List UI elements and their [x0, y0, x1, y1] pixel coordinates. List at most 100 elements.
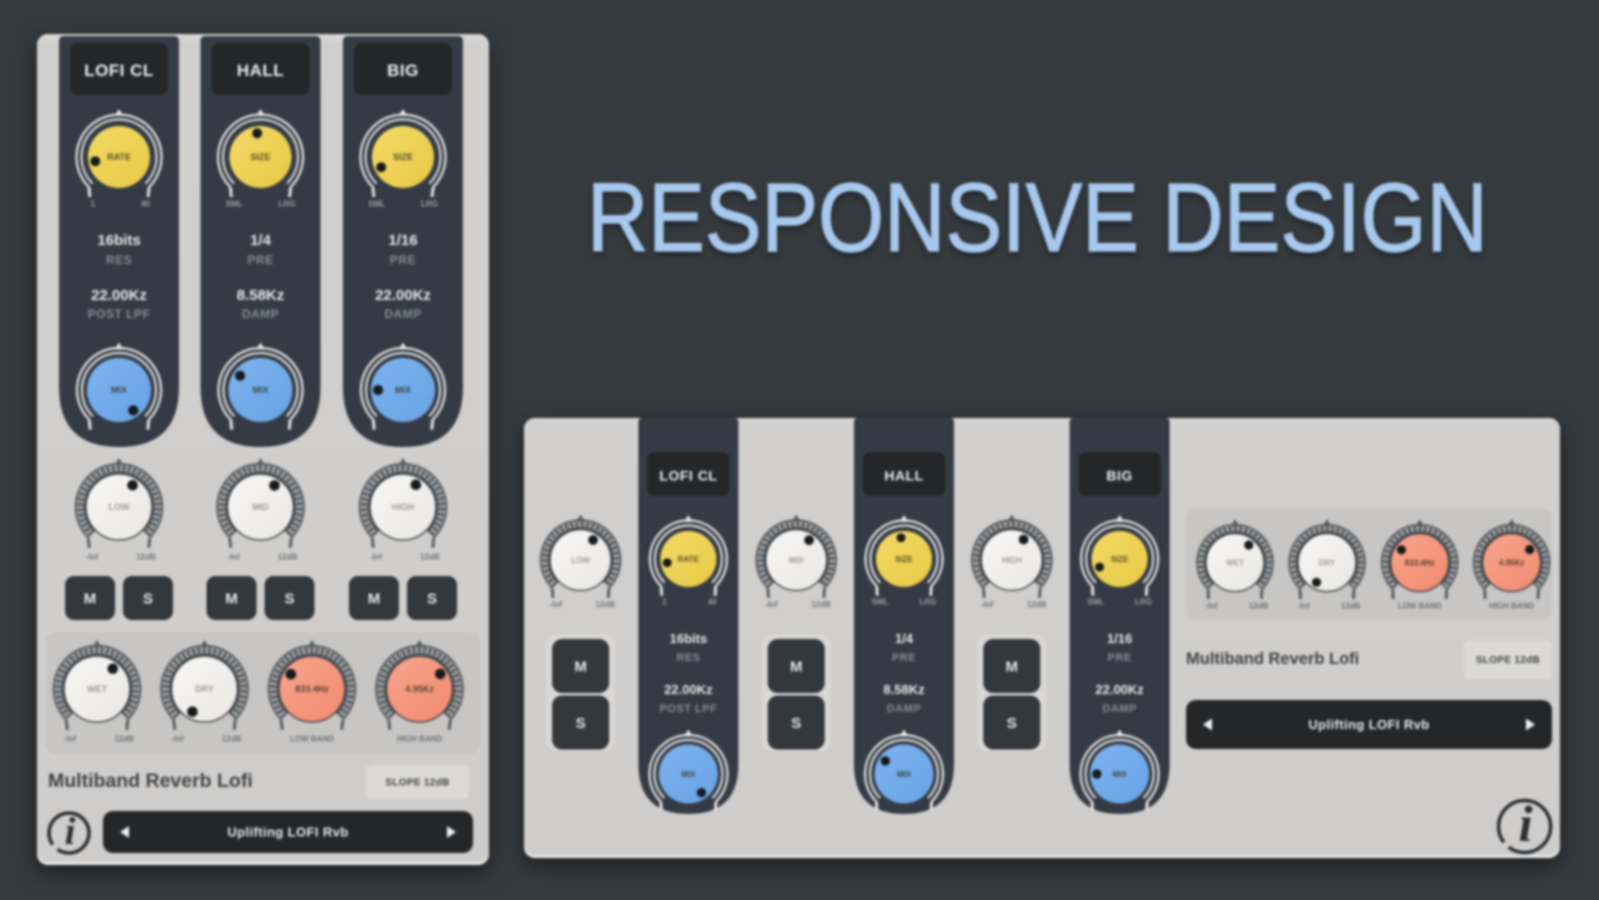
svg-text:LRG: LRG: [421, 200, 438, 209]
svg-text:12dB: 12dB: [114, 735, 134, 744]
svg-text:Multiband Reverb Lofi: Multiband Reverb Lofi: [48, 770, 253, 792]
svg-text:DAMP: DAMP: [242, 307, 279, 321]
svg-text:POST LPF: POST LPF: [660, 703, 718, 715]
svg-text:SIZE: SIZE: [250, 152, 270, 162]
svg-text:DRY: DRY: [1319, 559, 1336, 568]
svg-text:12dB: 12dB: [420, 553, 440, 562]
svg-text:4.95Kz: 4.95Kz: [405, 684, 434, 694]
svg-text:1/16: 1/16: [388, 232, 417, 249]
svg-text:WET: WET: [87, 684, 107, 694]
svg-text:-Inf: -Inf: [765, 600, 778, 609]
svg-text:40: 40: [141, 200, 150, 209]
svg-text:12dB: 12dB: [136, 553, 156, 562]
svg-text:M: M: [225, 591, 238, 608]
svg-text:RES: RES: [106, 253, 132, 267]
svg-text:8.58Kz: 8.58Kz: [237, 287, 285, 304]
svg-text:12dB: 12dB: [811, 600, 831, 609]
svg-text:M: M: [790, 659, 803, 676]
svg-text:S: S: [576, 715, 586, 732]
svg-text:SIZE: SIZE: [1111, 555, 1129, 564]
svg-text:POST LPF: POST LPF: [88, 307, 151, 321]
svg-text:-Inf: -Inf: [171, 735, 184, 744]
svg-text:DAMP: DAMP: [887, 703, 921, 715]
svg-text:-Inf: -Inf: [370, 553, 383, 562]
svg-text:1: 1: [90, 200, 95, 209]
svg-text:SIZE: SIZE: [393, 152, 413, 162]
svg-text:S: S: [791, 715, 801, 732]
svg-text:LOW BAND: LOW BAND: [1398, 602, 1442, 611]
svg-text:22.00Kz: 22.00Kz: [1095, 682, 1144, 697]
svg-text:LOFI CL: LOFI CL: [84, 61, 154, 80]
svg-text:PRE: PRE: [1108, 652, 1132, 664]
svg-text:MID: MID: [252, 502, 269, 512]
svg-text:12dB: 12dB: [222, 735, 242, 744]
svg-text:M: M: [574, 659, 587, 676]
svg-text:833.4Hz: 833.4Hz: [295, 684, 329, 694]
svg-text:WET: WET: [1226, 559, 1244, 568]
svg-text:Uplifting LOFI Rvb: Uplifting LOFI Rvb: [227, 825, 348, 840]
svg-text:1: 1: [662, 598, 667, 607]
svg-text:RATE: RATE: [107, 152, 131, 162]
svg-text:BIG: BIG: [1106, 468, 1132, 484]
svg-text:S: S: [1007, 715, 1017, 732]
svg-text:LOW: LOW: [571, 556, 590, 565]
svg-text:1/16: 1/16: [1107, 631, 1132, 646]
svg-text:MIX: MIX: [252, 385, 268, 395]
svg-text:S: S: [143, 591, 153, 608]
svg-text:HALL: HALL: [884, 468, 923, 484]
svg-text:12dB: 12dB: [278, 553, 298, 562]
svg-text:22.00Kz: 22.00Kz: [91, 287, 147, 304]
svg-text:LRG: LRG: [1135, 598, 1152, 607]
svg-text:12dB: 12dB: [1027, 600, 1047, 609]
svg-text:Multiband Reverb Lofi: Multiband Reverb Lofi: [1186, 650, 1359, 668]
svg-text:HIGH BAND: HIGH BAND: [1489, 602, 1535, 611]
svg-text:4.95Kz: 4.95Kz: [1499, 559, 1524, 568]
svg-text:22.00Kz: 22.00Kz: [375, 287, 431, 304]
svg-text:1/4: 1/4: [250, 232, 272, 249]
svg-text:PRE: PRE: [247, 253, 273, 267]
svg-text:SLOPE 12dB: SLOPE 12dB: [1476, 655, 1540, 666]
svg-text:i: i: [1519, 797, 1533, 853]
svg-text:12dB: 12dB: [596, 600, 616, 609]
svg-text:M: M: [1006, 659, 1019, 676]
svg-text:HIGH: HIGH: [1002, 556, 1022, 565]
svg-text:MIX: MIX: [681, 770, 696, 779]
svg-text:PRE: PRE: [390, 253, 416, 267]
svg-text:-Inf: -Inf: [981, 600, 994, 609]
svg-text:S: S: [284, 591, 294, 608]
svg-text:-Inf: -Inf: [64, 735, 77, 744]
svg-text:1/4: 1/4: [895, 631, 914, 646]
svg-text:40: 40: [708, 598, 717, 607]
svg-text:LRG: LRG: [278, 200, 295, 209]
svg-text:Uplifting LOFI Rvb: Uplifting LOFI Rvb: [1308, 717, 1429, 732]
svg-text:i: i: [65, 810, 76, 853]
svg-text:MID: MID: [789, 556, 804, 565]
svg-text:16bits: 16bits: [670, 631, 708, 646]
svg-text:M: M: [368, 591, 381, 608]
svg-text:833.4Hz: 833.4Hz: [1405, 559, 1435, 568]
svg-text:-Inf: -Inf: [1297, 602, 1310, 611]
svg-text:MIX: MIX: [111, 385, 127, 395]
svg-text:-Inf: -Inf: [227, 553, 240, 562]
svg-text:HIGH: HIGH: [392, 502, 415, 512]
svg-text:LOW BAND: LOW BAND: [290, 735, 334, 744]
svg-text:HALL: HALL: [237, 61, 284, 80]
svg-text:SIZE: SIZE: [895, 555, 913, 564]
svg-text:DAMP: DAMP: [1102, 703, 1136, 715]
svg-text:RES: RES: [676, 652, 700, 664]
svg-text:-Inf: -Inf: [1205, 602, 1218, 611]
svg-text:MIX: MIX: [395, 385, 411, 395]
svg-text:-Inf: -Inf: [550, 600, 563, 609]
svg-text:LRG: LRG: [919, 598, 936, 607]
svg-text:22.00Kz: 22.00Kz: [664, 682, 713, 697]
svg-text:DAMP: DAMP: [384, 307, 421, 321]
svg-text:12dB: 12dB: [1341, 602, 1361, 611]
svg-text:SML: SML: [1087, 598, 1104, 607]
svg-text:LOFI CL: LOFI CL: [659, 468, 717, 484]
svg-text:SML: SML: [872, 598, 889, 607]
svg-text:DRY: DRY: [195, 684, 214, 694]
svg-text:LOW: LOW: [109, 502, 130, 512]
svg-text:RATE: RATE: [678, 555, 700, 564]
svg-text:MIX: MIX: [897, 770, 912, 779]
svg-text:SML: SML: [368, 200, 385, 209]
